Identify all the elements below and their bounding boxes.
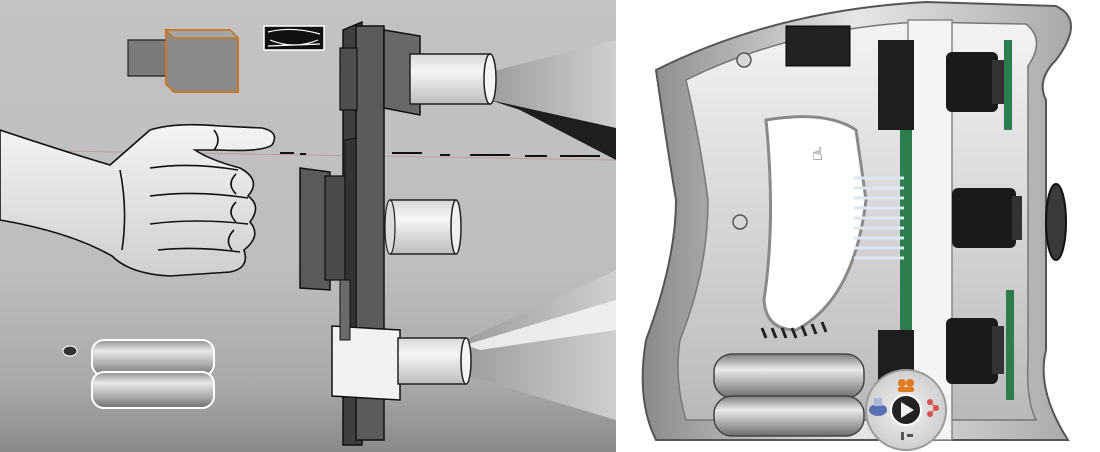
right-scene: ☝: [641, 0, 1072, 451]
light-beam-bottom: [465, 270, 616, 420]
lens-top: [878, 40, 1004, 130]
beam-shadow: [490, 100, 616, 160]
left-render-panel: [0, 0, 616, 452]
radial-menu[interactable]: [865, 369, 947, 451]
mid-plate: [299, 167, 331, 291]
pcb-left: [900, 100, 912, 400]
heat-sink: [854, 176, 904, 260]
handle-opening: [762, 115, 868, 332]
play-icon: [901, 402, 914, 418]
pcb-right-bottom: [1006, 290, 1014, 400]
share-icon[interactable]: [927, 399, 939, 417]
box-icon: [127, 29, 240, 93]
bottom-cylinder: [397, 337, 472, 385]
battery-icon: [713, 353, 865, 437]
center-mount: [907, 19, 953, 441]
lens-bottom: [878, 318, 1004, 410]
lens-icon: [263, 25, 325, 51]
cursor-icon[interactable]: [901, 432, 913, 440]
middle-cylinder: [384, 199, 462, 255]
left-scene: [0, 20, 616, 446]
guide-line: [0, 149, 616, 161]
light-beam-top: [490, 40, 616, 128]
small-part: [62, 345, 78, 357]
pcb-right-top: [1004, 40, 1012, 130]
cursor-icon: ☝: [812, 144, 823, 165]
top-cylinder: [409, 53, 497, 105]
lens-middle: [952, 183, 1067, 261]
vent-slits: [760, 321, 828, 339]
bottom-mount: [331, 325, 401, 401]
battery-icon: [91, 339, 215, 409]
sensor-box: [785, 25, 851, 67]
people-icon[interactable]: [898, 379, 914, 392]
ui-icon[interactable]: [869, 398, 887, 416]
right-render-panel: ☝: [616, 0, 1100, 452]
hand-pointing-icon: [0, 123, 276, 277]
scan-dashes: [280, 152, 600, 157]
